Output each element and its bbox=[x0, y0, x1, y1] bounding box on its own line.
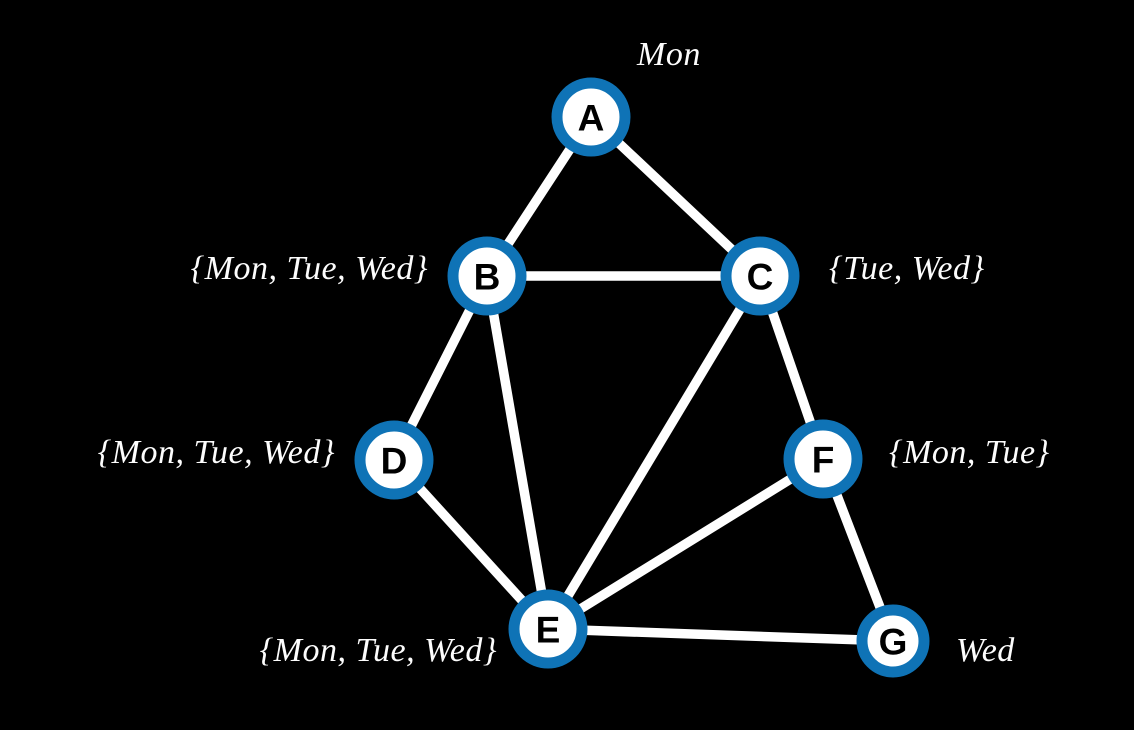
node-d[interactable]: D bbox=[354, 420, 434, 500]
domain-label-a: Mon bbox=[637, 36, 701, 73]
edge-c-e bbox=[543, 271, 765, 634]
node-circle-d bbox=[354, 420, 434, 500]
node-e[interactable]: E bbox=[508, 589, 588, 669]
node-circle-b bbox=[447, 236, 527, 316]
node-f[interactable]: F bbox=[783, 419, 863, 499]
node-circle-c bbox=[720, 236, 800, 316]
domain-label-e: {Mon, Tue, Wed} bbox=[259, 632, 497, 669]
node-circle-f bbox=[783, 419, 863, 499]
node-circle-g bbox=[856, 604, 930, 678]
node-letter-e: E bbox=[536, 610, 561, 651]
node-letter-a: A bbox=[578, 98, 605, 139]
domain-label-b: {Mon, Tue, Wed} bbox=[190, 250, 428, 287]
node-g[interactable]: G bbox=[856, 604, 930, 678]
edges-layer bbox=[389, 112, 898, 646]
node-letter-d: D bbox=[381, 441, 408, 482]
domain-label-d: {Mon, Tue, Wed} bbox=[97, 434, 335, 471]
node-letter-g: G bbox=[879, 622, 908, 663]
node-b[interactable]: B bbox=[447, 236, 527, 316]
nodes-layer: A B C D E F G bbox=[354, 77, 930, 678]
node-letter-f: F bbox=[812, 440, 835, 481]
node-circle-a bbox=[551, 77, 631, 157]
node-a[interactable]: A bbox=[551, 77, 631, 157]
domain-label-f: {Mon, Tue} bbox=[889, 434, 1050, 471]
edge-e-f bbox=[543, 454, 828, 634]
domain-label-g: Wed bbox=[956, 632, 1015, 669]
edge-b-e bbox=[482, 271, 553, 634]
node-letter-b: B bbox=[474, 257, 501, 298]
edge-e-g bbox=[543, 624, 898, 646]
node-letter-c: C bbox=[747, 257, 774, 298]
domain-label-c: {Tue, Wed} bbox=[829, 250, 985, 287]
node-circle-e bbox=[508, 589, 588, 669]
node-c[interactable]: C bbox=[720, 236, 800, 316]
